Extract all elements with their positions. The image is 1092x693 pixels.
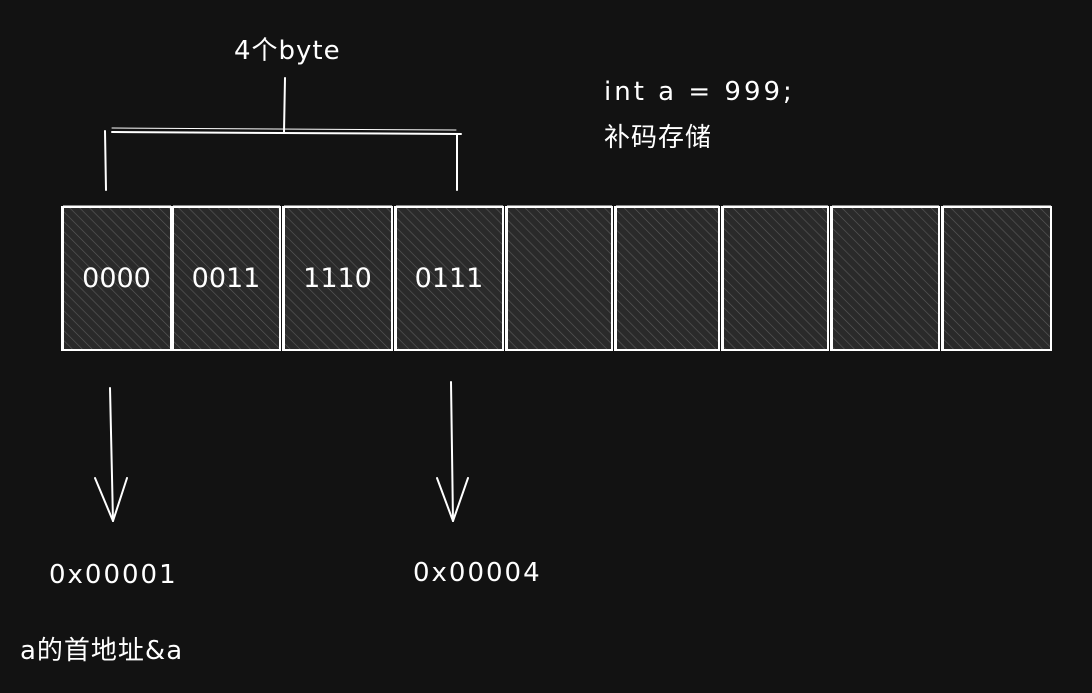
storage-label: 补码存储 — [604, 123, 713, 153]
memory-cell-6 — [614, 206, 720, 351]
memory-cells: 0000 0011 1110 0111 — [61, 205, 1052, 351]
memory-cell-value-4: 0111 — [415, 263, 484, 294]
memory-cell-outline-3 — [284, 205, 392, 351]
memory-cell-outline-8 — [832, 205, 939, 351]
memory-cell-4 — [394, 206, 504, 351]
code-line: int a = 999; — [604, 77, 795, 107]
memory-cell-value-3: 1110 — [303, 263, 372, 294]
memory-cell-8 — [830, 206, 940, 351]
memory-cell-2 — [171, 206, 281, 351]
memory-cell-value-2: 0011 — [192, 263, 261, 294]
arrow-fourth-address — [436, 381, 469, 522]
memory-cell-9 — [941, 206, 1052, 351]
address-caption: a的首地址&a — [20, 636, 184, 666]
memory-cell-7 — [721, 206, 829, 351]
memory-cell-outline-6 — [616, 205, 719, 351]
fourth-address-label: 0x00004 — [413, 558, 542, 588]
memory-cell-outline-9 — [943, 205, 1051, 351]
arrow-first-address — [94, 387, 128, 522]
first-address-label: 0x00001 — [49, 560, 178, 590]
memory-cell-value-1: 0000 — [82, 263, 151, 294]
memory-cell-outline-4 — [396, 205, 503, 351]
memory-cell-5 — [505, 206, 613, 351]
memory-cell-1 — [61, 206, 172, 351]
memory-cell-outline-1 — [63, 205, 171, 351]
memory-cell-outline-2 — [173, 205, 280, 351]
memory-cell-outline-7 — [723, 205, 828, 351]
byte-brace — [104, 77, 462, 191]
brace-label: 4个byte — [234, 36, 341, 66]
memory-cell-outline-5 — [507, 205, 612, 351]
memory-cell-3 — [282, 206, 393, 351]
